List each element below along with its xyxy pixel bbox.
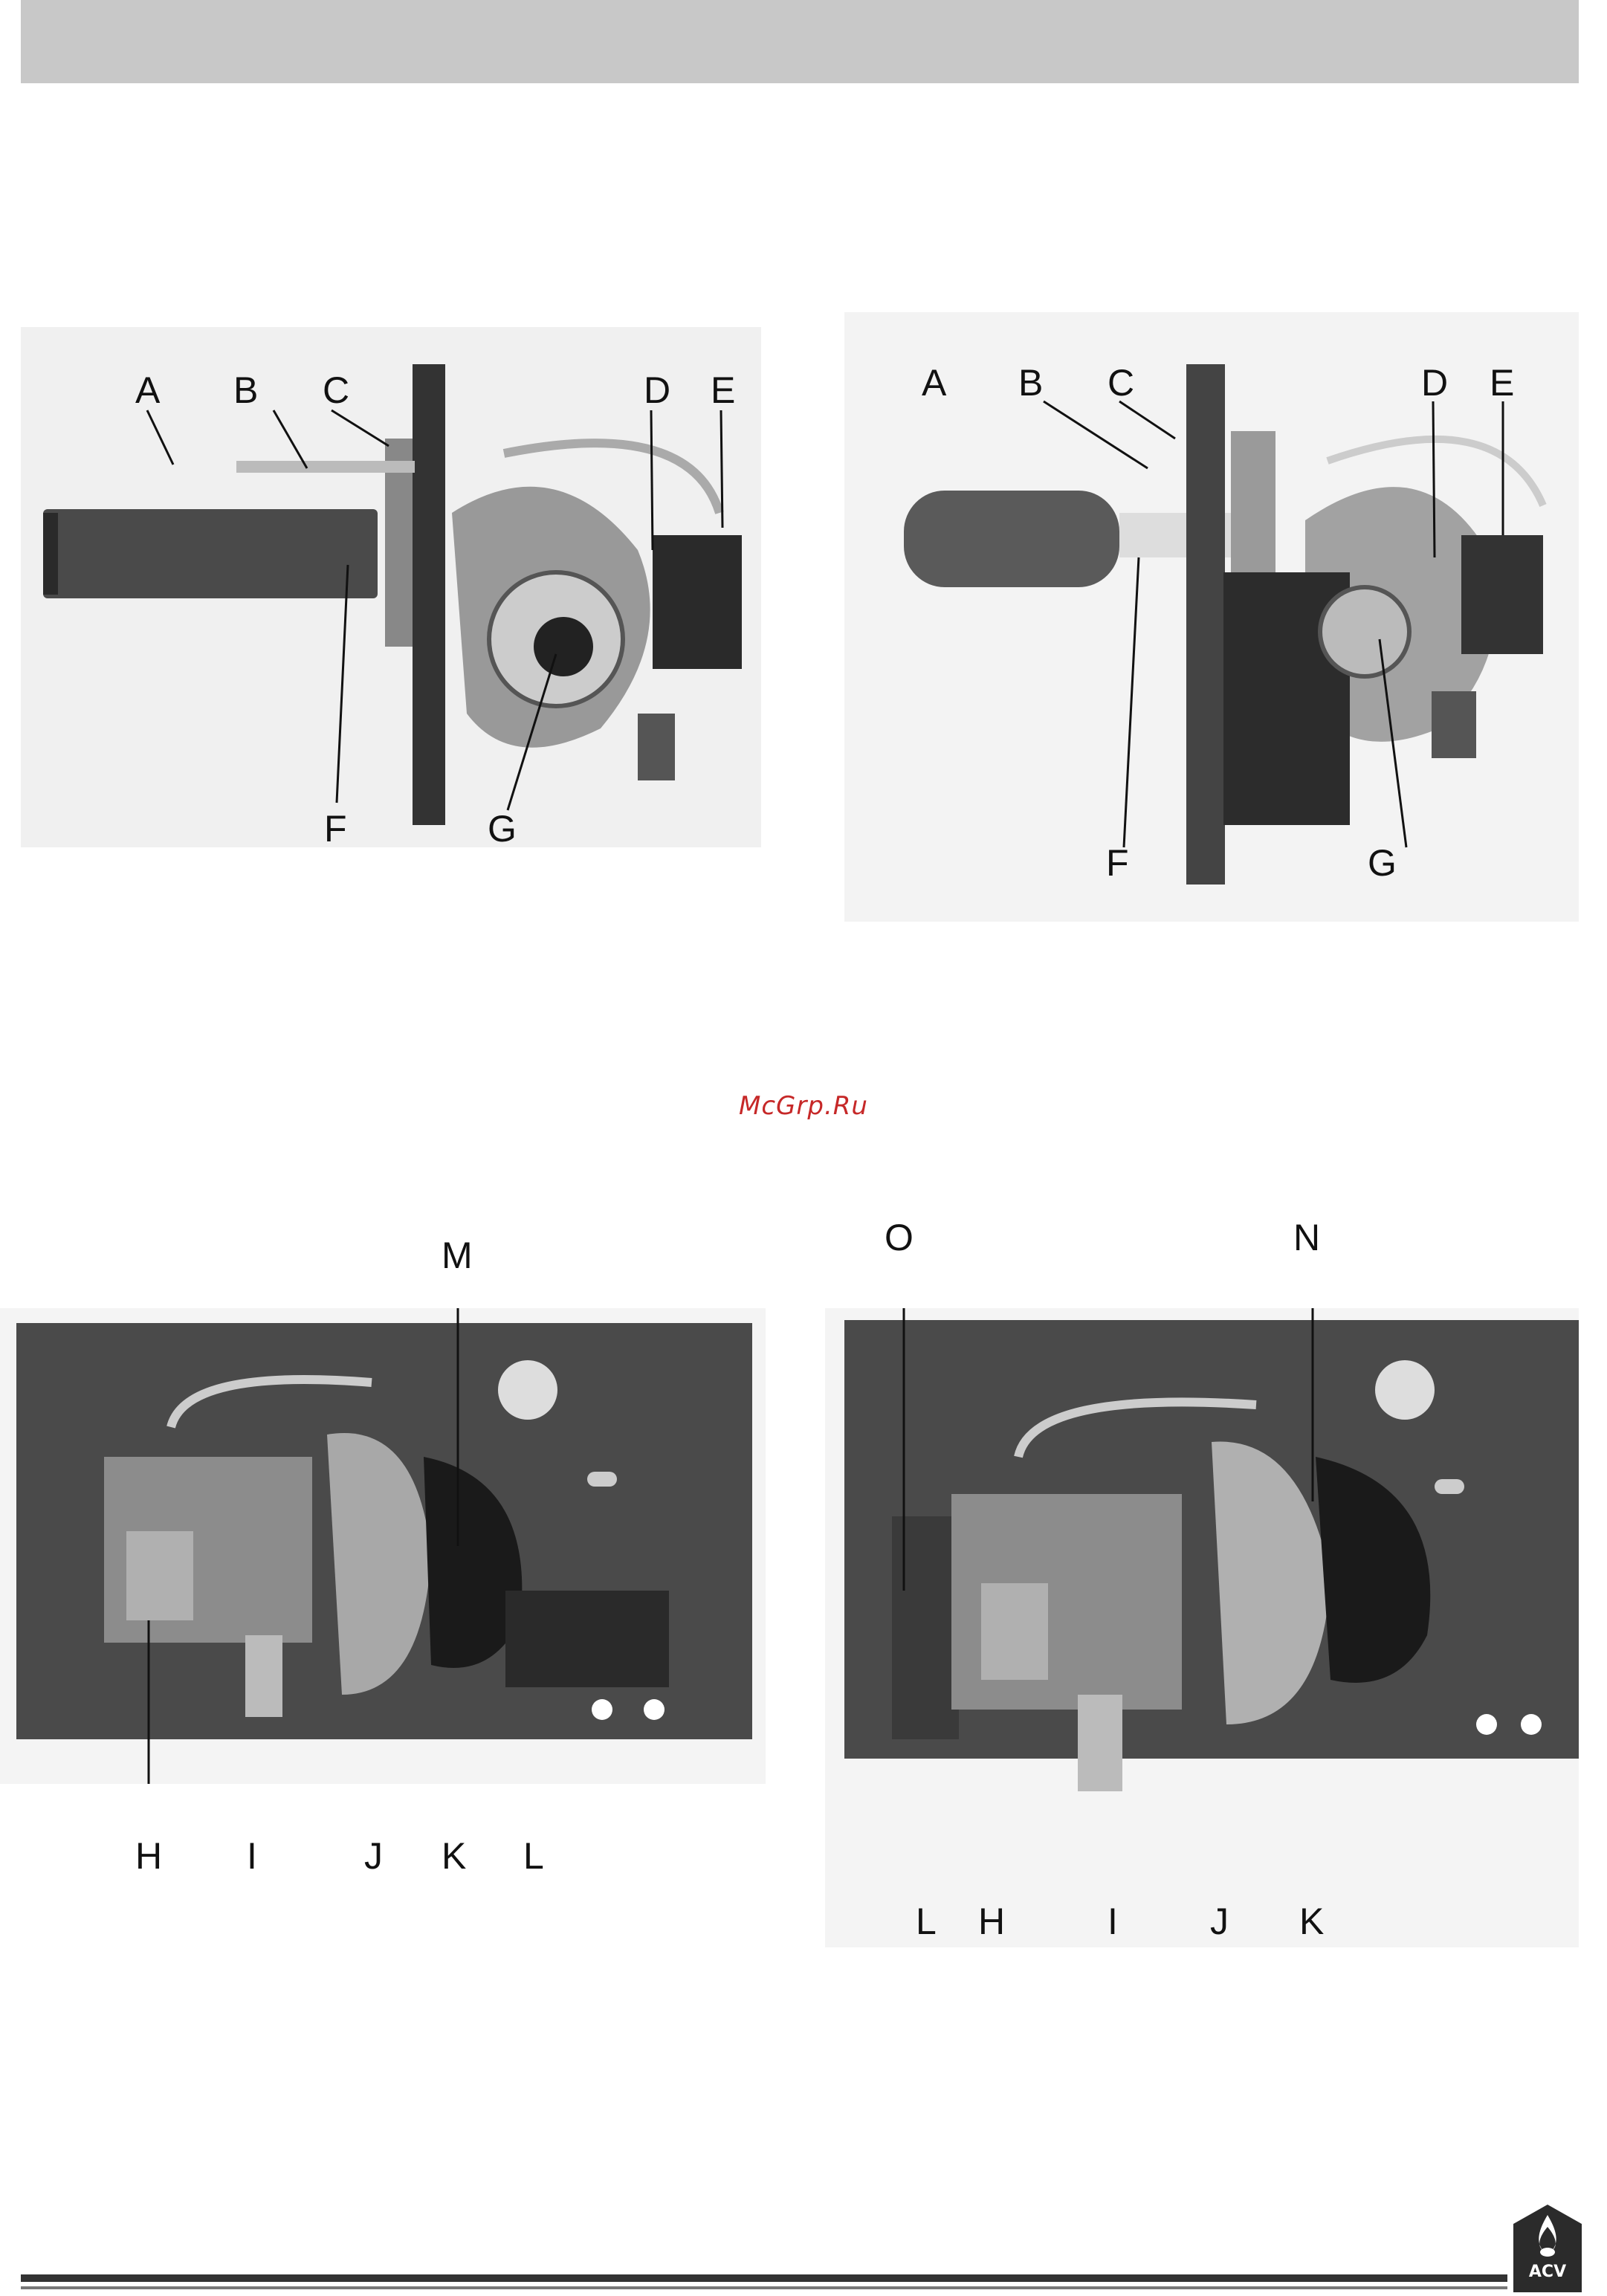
- callout-H: H: [978, 1903, 1005, 1940]
- callout-H: H: [135, 1837, 162, 1875]
- callout-B: B: [233, 372, 258, 409]
- footer-rule: [21, 2274, 1507, 2282]
- callout-G: G: [488, 810, 517, 847]
- callout-O: O: [885, 1219, 914, 1256]
- callout-I: I: [1108, 1903, 1118, 1940]
- callout-I: I: [247, 1837, 257, 1875]
- header-bar: [21, 0, 1579, 83]
- callout-C: C: [1108, 364, 1134, 401]
- footer-rule-thin: [21, 2286, 1507, 2289]
- logo-text: ACV: [1513, 2263, 1582, 2281]
- callout-N: N: [1293, 1219, 1320, 1256]
- callout-K: K: [1299, 1903, 1324, 1940]
- callout-J: J: [364, 1837, 383, 1875]
- burner-photo-bottom-left: [0, 1308, 766, 1784]
- callout-D: D: [644, 372, 670, 409]
- callout-G: G: [1368, 844, 1397, 882]
- callout-A: A: [922, 364, 946, 401]
- callout-J: J: [1210, 1903, 1229, 1940]
- burner-photo-top-right: [844, 312, 1579, 922]
- burner-photo-bottom-right: [825, 1308, 1579, 1947]
- callout-F: F: [324, 810, 347, 847]
- callout-E: E: [711, 372, 735, 409]
- callout-C: C: [323, 372, 349, 409]
- callout-K: K: [442, 1837, 466, 1875]
- callout-D: D: [1421, 364, 1448, 401]
- callout-M: M: [442, 1237, 473, 1274]
- callout-A: A: [135, 372, 160, 409]
- callout-B: B: [1018, 364, 1043, 401]
- callout-L: L: [916, 1903, 937, 1940]
- watermark-text: McGrp.Ru: [0, 1091, 1607, 1121]
- callout-E: E: [1490, 364, 1514, 401]
- acv-logo: ACV: [1513, 2205, 1582, 2292]
- callout-L: L: [523, 1837, 544, 1875]
- callout-F: F: [1106, 844, 1129, 882]
